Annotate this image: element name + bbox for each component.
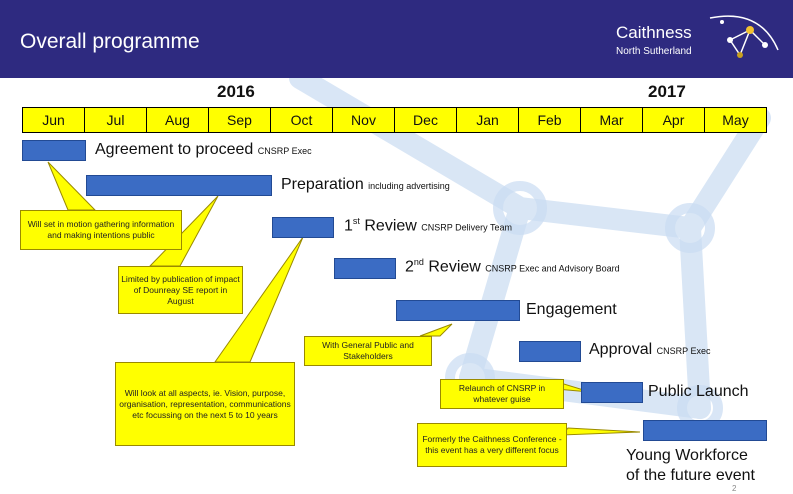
callout-pointer-6	[560, 427, 641, 436]
task-note: CNSRP Exec	[257, 146, 312, 156]
task-label-preparation: Preparation including advertising	[281, 176, 450, 194]
month-may: May	[704, 107, 767, 133]
task-name-sup: nd	[413, 257, 424, 267]
month-feb: Feb	[518, 107, 581, 133]
year-label-2016: 2016	[217, 82, 255, 101]
task-label-engagement: Engagement	[526, 301, 617, 319]
month-jan: Jan	[456, 107, 519, 133]
header-bar: Overall programme Caithness North Suther…	[0, 0, 793, 78]
task-name-sup: st	[352, 216, 360, 226]
task-name: Engagement	[526, 301, 617, 318]
task-name: Preparation	[281, 176, 364, 193]
callout-dounreay-report: Limited by publication of impact of Doun…	[118, 266, 243, 314]
task-note: including advertising	[368, 181, 450, 191]
bar-agreement	[22, 140, 86, 161]
task-label-agreement: Agreement to proceed CNSRP Exec	[95, 141, 312, 159]
year-label-2017: 2017	[648, 82, 686, 101]
task-name: Young Workforce	[626, 447, 748, 464]
month-mar: Mar	[580, 107, 643, 133]
task-label-approval: Approval CNSRP Exec	[589, 341, 710, 359]
month-jul: Jul	[84, 107, 147, 133]
callout-gathering-info: Will set in motion gathering information…	[20, 210, 182, 250]
month-jun: Jun	[22, 107, 85, 133]
task-name-rest: Review	[359, 217, 417, 235]
month-aug: Aug	[146, 107, 209, 133]
task-note: CNSRP Delivery Team	[421, 222, 512, 233]
callout-review-scope: Will look at all aspects, ie. Vision, pu…	[115, 362, 295, 446]
task-name: Public Launch	[648, 383, 749, 400]
bar-second-review	[334, 258, 396, 279]
caithness-logo: Caithness North Sutherland	[600, 10, 785, 70]
bar-first-review	[272, 217, 334, 238]
task-label-public-launch: Public Launch	[648, 383, 749, 401]
bar-preparation	[86, 175, 272, 196]
month-sep: Sep	[208, 107, 271, 133]
callout-pointer-4	[419, 323, 453, 337]
bar-young-workforce	[643, 420, 767, 441]
task-note: CNSRP Exec and Advisory Board	[485, 263, 620, 274]
month-oct: Oct	[270, 107, 333, 133]
bar-engagement	[396, 300, 520, 321]
task-label-first-review: 1st Review CNSRP Delivery Team	[344, 216, 512, 235]
page-number: 2	[732, 484, 737, 493]
month-apr: Apr	[642, 107, 705, 133]
task-label-second-review: 2nd Review CNSRP Exec and Advisory Board	[405, 257, 620, 276]
task-name-line2: of the future event	[626, 467, 755, 484]
task-name: 1	[344, 217, 353, 235]
callout-relaunch: Relaunch of CNSRP in whatever guise	[440, 379, 564, 409]
bar-approval	[519, 341, 581, 362]
task-label-young-workforce: Young Workforce of the future event	[626, 446, 755, 486]
callout-general-public: With General Public and Stakeholders	[304, 336, 432, 366]
task-name-rest: Review	[423, 258, 481, 276]
month-header-row: Jun Jul Aug Sep Oct Nov Dec Jan Feb Mar …	[22, 107, 767, 133]
task-note: CNSRP Exec	[656, 346, 711, 356]
task-name: Agreement to proceed	[95, 141, 254, 158]
bar-public-launch	[581, 382, 643, 403]
month-nov: Nov	[332, 107, 395, 133]
logo-network-icon	[709, 15, 779, 58]
callout-caithness-conference: Formerly the Caithness Conference - this…	[417, 423, 567, 467]
task-name: Approval	[589, 341, 653, 358]
logo-sub-text: North Sutherland	[616, 46, 692, 57]
task-name: 2	[405, 258, 414, 276]
month-dec: Dec	[394, 107, 457, 133]
page-title: Overall programme	[20, 30, 200, 53]
logo-main-text: Caithness	[616, 23, 692, 42]
